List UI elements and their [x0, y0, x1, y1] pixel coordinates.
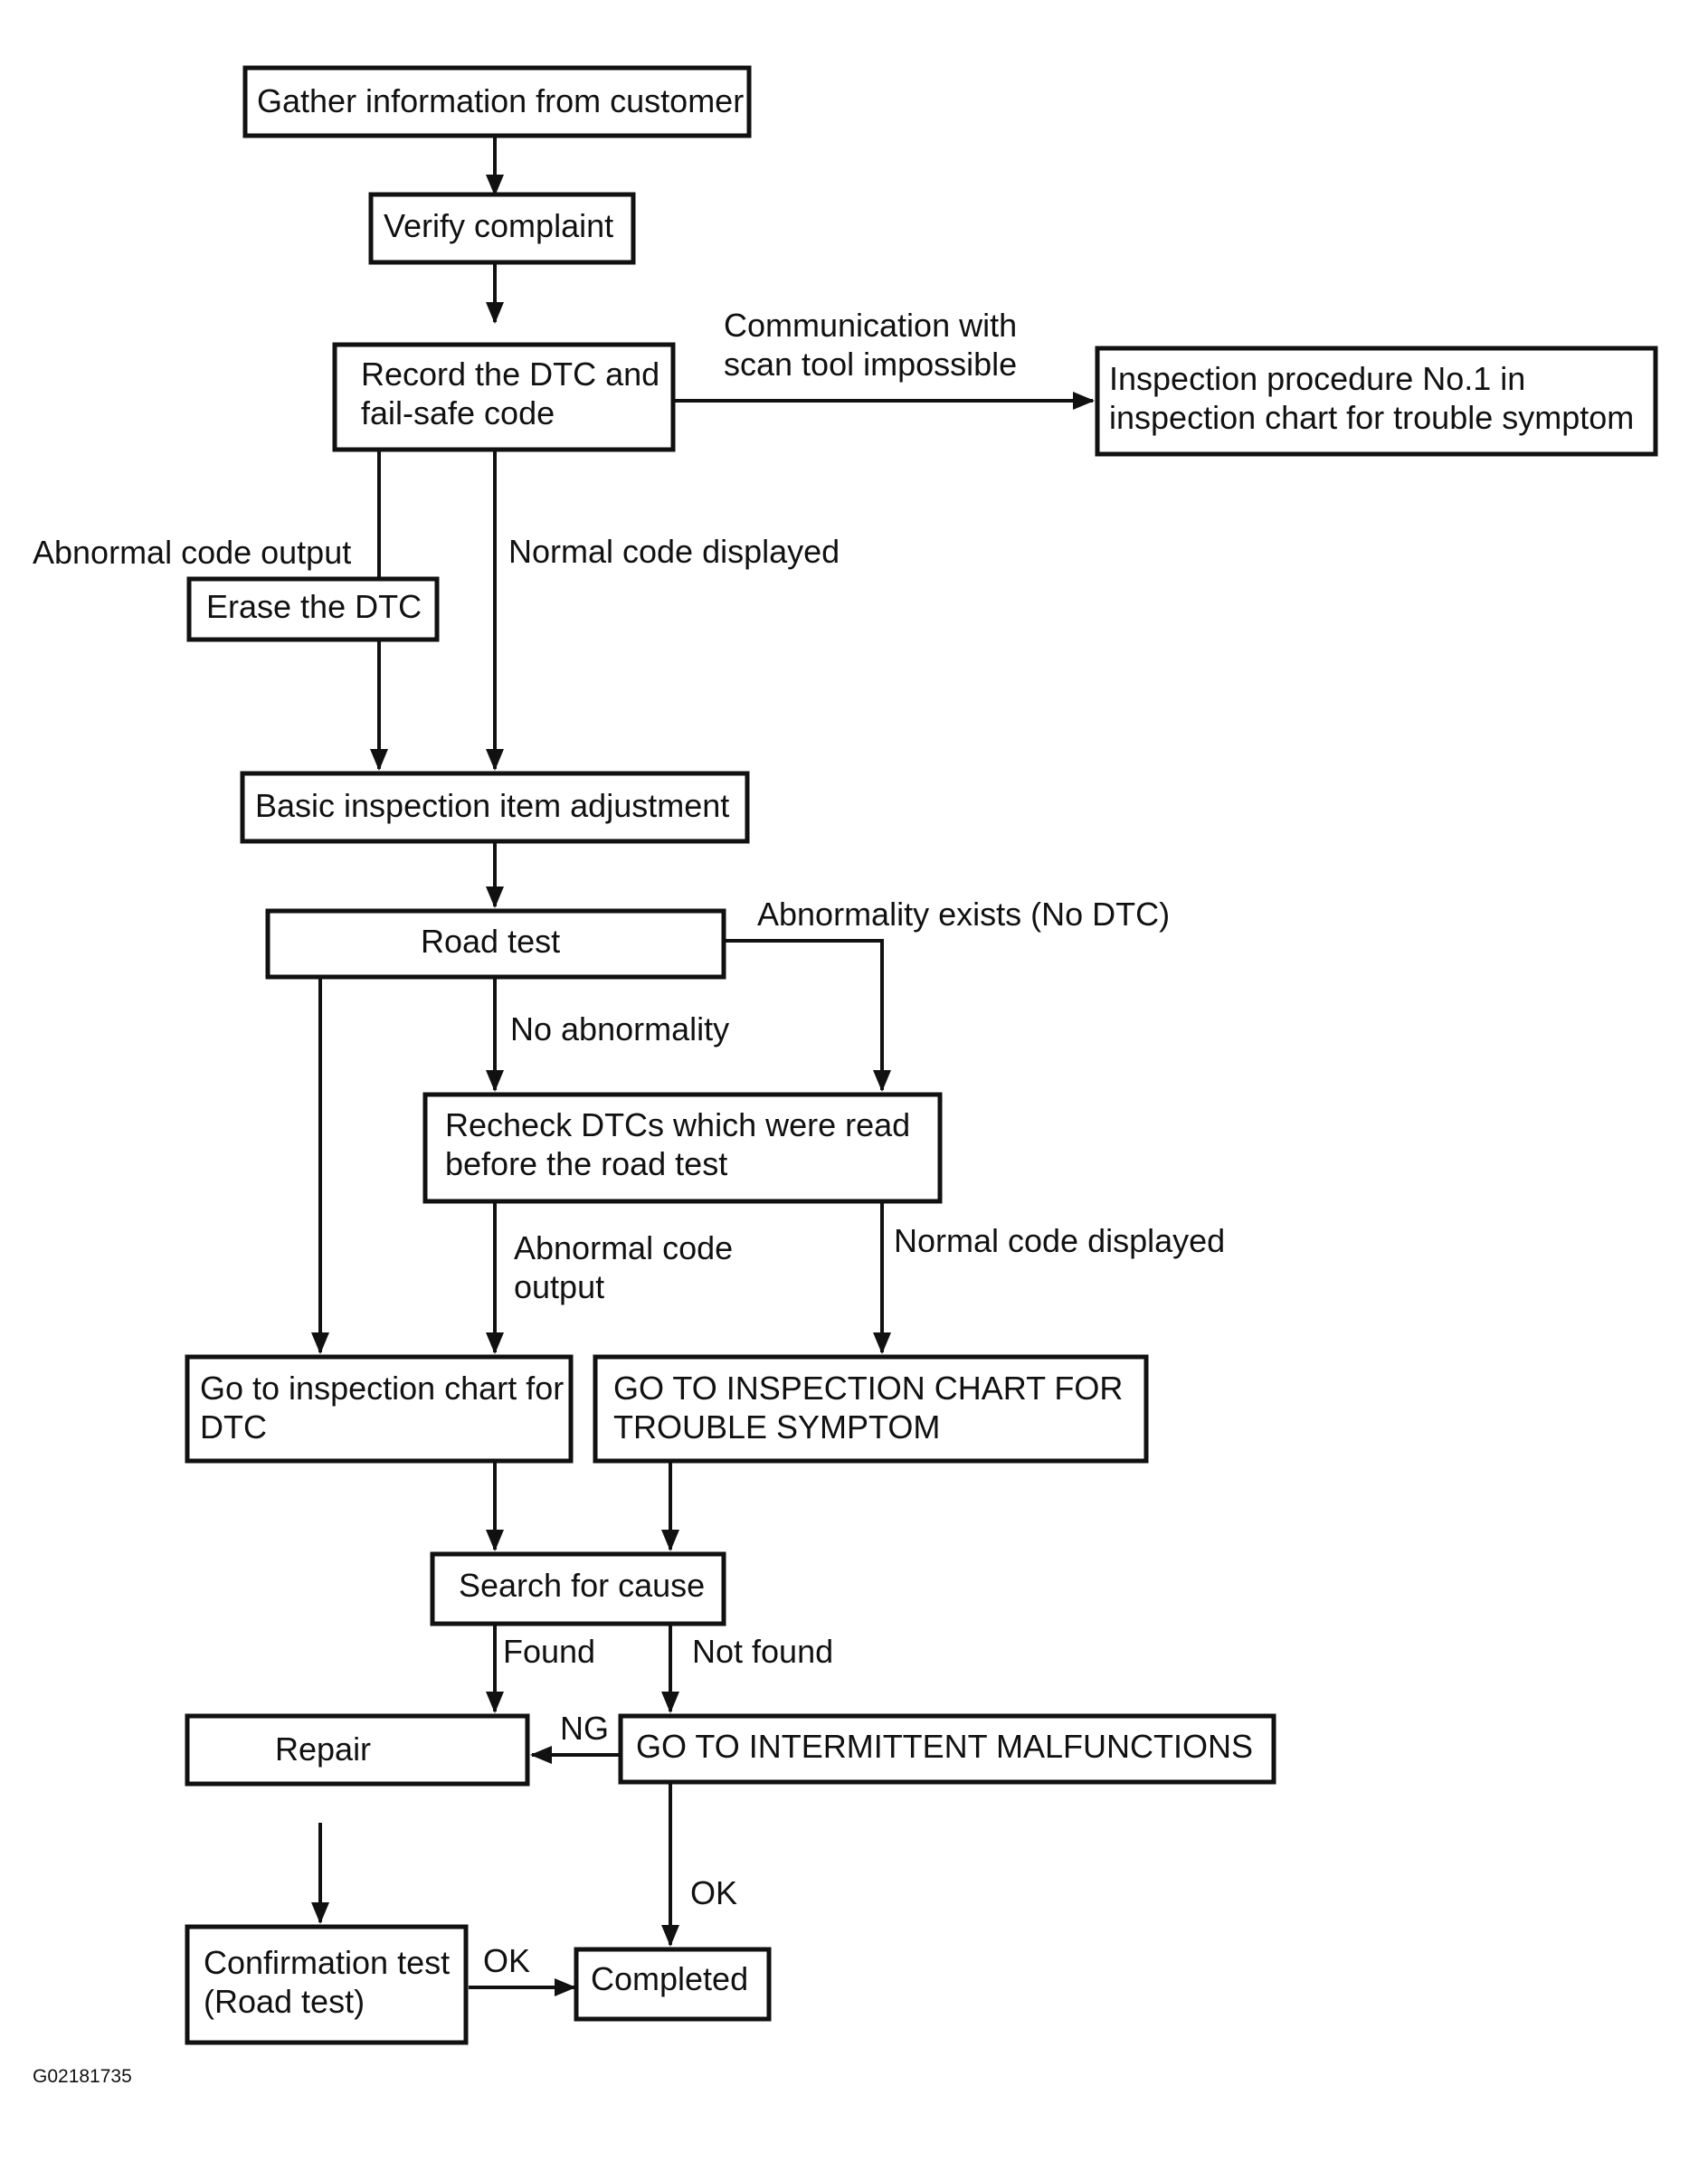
- label-not-found: Not found: [692, 1633, 833, 1670]
- box-dtc-chart-line-2: DTC: [200, 1408, 267, 1446]
- box-inspection-procedure-1-line-1: Inspection procedure No.1 in: [1109, 360, 1525, 397]
- box-inspection-procedure-1-line-2: inspection chart for trouble symptom: [1109, 399, 1634, 436]
- box-trouble-symptom-chart-line-1: GO TO INSPECTION CHART FOR: [613, 1370, 1123, 1407]
- box-trouble-symptom-chart: GO TO INSPECTION CHART FOR TROUBLE SYMPT…: [593, 1354, 1149, 1464]
- label-ng: NG: [560, 1710, 609, 1747]
- label-ok-confirmation: OK: [483, 1942, 530, 1979]
- label-ok-confirmation-line: OK: [483, 1942, 530, 1979]
- box-erase-dtc-text: Erase the DTC: [206, 588, 422, 625]
- box-record-dtc: Record the DTC and fail-safe code: [332, 342, 676, 452]
- box-search-for-cause-line: Search for cause: [459, 1567, 705, 1604]
- label-found-line: Found: [503, 1633, 595, 1670]
- box-confirmation-test-text: Confirmation test (Road test): [204, 1944, 459, 2020]
- box-search-for-cause-text: Search for cause: [459, 1567, 705, 1604]
- box-gather-information-line: Gather information from customer: [257, 82, 744, 119]
- box-recheck-dtcs-text: Recheck DTCs which were read before the …: [445, 1106, 919, 1182]
- box-recheck-dtcs: Recheck DTCs which were read before the …: [422, 1092, 943, 1204]
- box-record-dtc-line-1: Record the DTC and: [361, 356, 659, 393]
- box-gather-information: Gather information from customer: [242, 65, 752, 138]
- box-record-dtc-line-2: fail-safe code: [361, 394, 555, 431]
- box-verify-complaint: Verify complaint: [368, 192, 636, 265]
- box-dtc-chart-line-1: Go to inspection chart for: [200, 1370, 564, 1407]
- label-abnormal-code-output-2-line-1: Abnormal code: [514, 1229, 733, 1266]
- box-completed-text: Completed: [591, 1960, 748, 1997]
- label-abnormal-code-output-2: Abnormal code output: [514, 1229, 742, 1305]
- label-ok-intermittent-line: OK: [690, 1874, 737, 1911]
- label-normal-code-displayed-2: Normal code displayed: [894, 1222, 1225, 1259]
- box-verify-complaint-line: Verify complaint: [384, 207, 613, 244]
- box-road-test: Road test: [265, 908, 726, 980]
- box-trouble-symptom-chart-line-2: TROUBLE SYMPTOM: [613, 1408, 940, 1446]
- label-communication-impossible-line-2: scan tool impossible: [724, 346, 1017, 383]
- label-abnormal-code-output-line: Abnormal code output: [33, 534, 351, 571]
- box-road-test-line: Road test: [421, 923, 560, 960]
- label-abnormal-code-output: Abnormal code output: [33, 534, 351, 571]
- label-ok-intermittent: OK: [690, 1874, 737, 1911]
- box-erase-dtc: Erase the DTC: [186, 576, 440, 642]
- box-inspection-procedure-1: Inspection procedure No.1 in inspection …: [1095, 346, 1658, 457]
- box-intermittent-malfunctions-text: GO TO INTERMITTENT MALFUNCTIONS: [636, 1728, 1253, 1765]
- label-communication-impossible-line-1: Communication with: [724, 307, 1017, 344]
- label-no-abnormality-line: No abnormality: [510, 1010, 729, 1048]
- label-no-abnormality: No abnormality: [510, 1010, 729, 1048]
- figure-id: G02181735: [33, 2066, 132, 2087]
- box-dtc-chart-text: Go to inspection chart for DTC: [200, 1370, 573, 1446]
- box-recheck-dtcs-line-2: before the road test: [445, 1145, 727, 1182]
- label-abnormality-exists-line: Abnormality exists (No DTC): [757, 896, 1170, 933]
- box-verify-complaint-text: Verify complaint: [384, 207, 613, 244]
- box-confirmation-test-line-1: Confirmation test: [204, 1944, 450, 1981]
- box-basic-inspection-text: Basic inspection item adjustment: [255, 787, 729, 824]
- box-erase-dtc-line: Erase the DTC: [206, 588, 422, 625]
- label-normal-code-displayed-line: Normal code displayed: [508, 533, 840, 570]
- box-gather-information-text: Gather information from customer: [257, 82, 744, 119]
- label-communication-impossible: Communication with scan tool impossible: [724, 307, 1026, 383]
- box-completed: Completed: [574, 1947, 772, 2022]
- box-recheck-dtcs-line-1: Recheck DTCs which were read: [445, 1106, 910, 1143]
- box-inspection-procedure-1-text: Inspection procedure No.1 in inspection …: [1109, 360, 1634, 436]
- label-found: Found: [503, 1633, 595, 1670]
- arrow-road-abnormality-to-recheck: [724, 939, 891, 1092]
- box-search-for-cause: Search for cause: [430, 1551, 726, 1626]
- label-ng-line: NG: [560, 1710, 609, 1747]
- label-not-found-line: Not found: [692, 1633, 833, 1670]
- box-trouble-symptom-chart-text: GO TO INSPECTION CHART FOR TROUBLE SYMPT…: [613, 1370, 1132, 1446]
- box-intermittent-malfunctions: GO TO INTERMITTENT MALFUNCTIONS: [618, 1713, 1276, 1785]
- label-normal-code-displayed: Normal code displayed: [508, 533, 840, 570]
- box-confirmation-test: Confirmation test (Road test): [185, 1924, 469, 2045]
- connectors: [311, 136, 1095, 1996]
- box-basic-inspection-line: Basic inspection item adjustment: [255, 787, 729, 824]
- box-road-test-text: Road test: [421, 923, 560, 960]
- box-repair-line: Repair: [275, 1730, 371, 1768]
- box-repair: Repair: [185, 1713, 530, 1787]
- label-abnormality-exists: Abnormality exists (No DTC): [757, 896, 1170, 933]
- box-repair-text: Repair: [275, 1730, 371, 1768]
- box-intermittent-malfunctions-line: GO TO INTERMITTENT MALFUNCTIONS: [636, 1728, 1253, 1765]
- label-normal-code-displayed-2-line: Normal code displayed: [894, 1222, 1225, 1259]
- box-dtc-chart: Go to inspection chart for DTC: [185, 1354, 574, 1464]
- box-record-dtc-text: Record the DTC and fail-safe code: [361, 356, 669, 431]
- label-abnormal-code-output-2-line-2: output: [514, 1268, 604, 1305]
- box-confirmation-test-line-2: (Road test): [204, 1983, 365, 2020]
- box-basic-inspection: Basic inspection item adjustment: [240, 771, 750, 844]
- box-completed-line: Completed: [591, 1960, 748, 1997]
